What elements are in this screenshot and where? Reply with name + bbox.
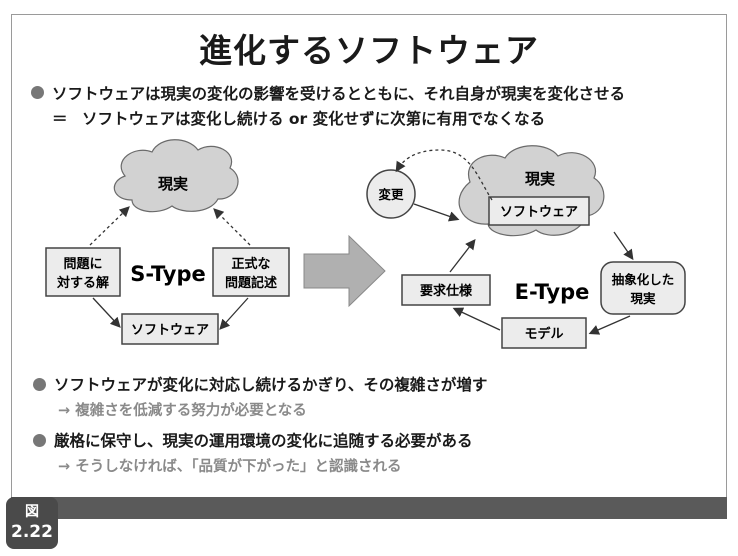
bullet-dot [33,434,46,447]
formal-spec-line-2: 問題記述 [225,275,277,291]
requirements-label: 要求仕様 [420,283,473,299]
solid-arrow [588,315,631,335]
slide-title: 進化するソフトウェア [199,31,539,70]
figure-number: 2.22 [11,522,53,542]
solid-arrow [613,231,634,261]
abstracted-reality-line-1: 抽象化した [612,272,675,287]
s-type-cloud-label: 現実 [158,175,188,193]
model-label: モデル [524,326,563,342]
solid-arrow [452,307,501,331]
requirements-box [401,274,491,306]
formal-spec-box [212,247,290,297]
dashed-arrow [395,149,493,201]
point-2-sub: → そうしなければ、「品質が下がった」と認識される [58,459,402,475]
intro-line-2: ソフトウェアは変化し続ける or 変化せずに次第に有用でなくなる [82,110,546,128]
e-type-software-box [488,196,590,226]
s-type-software-label: ソフトウェア [131,323,209,338]
s-type-reality-cloud [113,139,239,213]
model-box [501,317,587,349]
e-type-cloud-label: 現実 [525,170,555,188]
bullet-dot [31,86,44,99]
dashed-arrow [213,208,251,246]
solid-arrow [219,297,249,330]
bullet-dot [33,378,46,391]
abstracted-reality-line-2: 現実 [630,291,656,306]
dashed-arrow [89,206,130,246]
e-type-label: E-Type [515,280,590,304]
intro-line-1: ソフトウェアは現実の変化の影響を受けるとともに、それ自身が現実を変化させる [52,85,626,103]
point-1-sub: → 複雑さを低減する努力が必要となる [58,403,307,419]
figure-kanji: 図 [25,504,39,520]
formal-spec-line-1: 正式な [231,256,270,272]
point-2-main: 厳格に保守し、現実の運用環境の変化に追随する必要がある [54,432,473,450]
change-label: 変更 [378,187,404,202]
s-type-software-box [121,313,219,345]
point-1-main: ソフトウェアが変化に対応し続けるかぎり、その複雑さが増す [54,376,488,394]
solid-arrow [92,297,121,328]
figure-badge: 図 2.22 [6,497,58,549]
problem-solution-box [45,247,121,297]
solid-arrow [413,203,460,222]
solid-arrow [449,238,476,273]
problem-solution-line-1: 問題に [63,257,102,272]
transition-arrow [303,234,386,308]
problem-solution-line-2: 対する解 [56,275,109,291]
abstracted-reality-box [600,261,686,315]
e-type-software-label: ソフトウェア [500,205,578,220]
change-circle [366,169,416,219]
s-type-label: S-Type [130,262,206,286]
intro-line-2-prefix: ＝ [52,110,68,128]
footer-bar [11,497,727,519]
